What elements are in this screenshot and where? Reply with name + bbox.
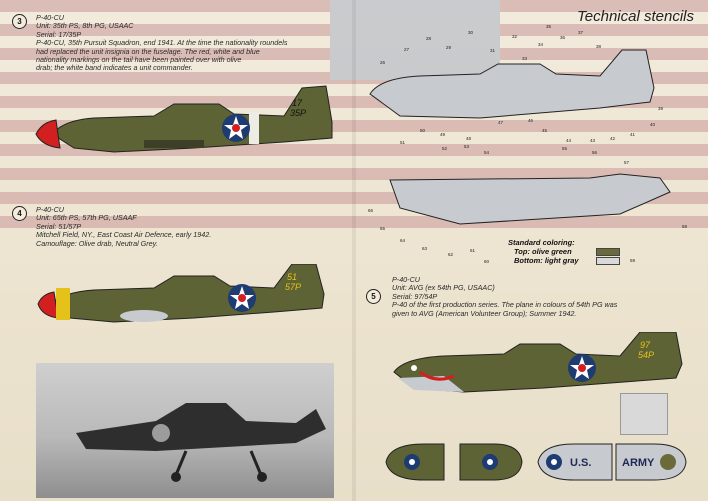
callout-number: 38 bbox=[596, 44, 602, 49]
page-fold bbox=[352, 0, 356, 501]
callout-number: 54 bbox=[484, 150, 490, 155]
legend-heading: Standard coloring: bbox=[508, 238, 575, 247]
tail-code-line1: 97 bbox=[640, 340, 651, 350]
historic-photo bbox=[36, 363, 334, 498]
tail-code-line1: 17 bbox=[292, 98, 303, 108]
callout-number: 40 bbox=[650, 122, 656, 127]
wing-text-us: U.S. bbox=[570, 457, 591, 469]
profile-number: 4 bbox=[12, 206, 27, 221]
callout-number: 55 bbox=[562, 146, 568, 151]
flag-background bbox=[0, 0, 708, 230]
aircraft-profile-4: 51 57P bbox=[37, 264, 325, 323]
callout-number: 66 bbox=[368, 208, 374, 213]
callout-number: 65 bbox=[380, 226, 386, 231]
profile-number: 5 bbox=[366, 289, 381, 304]
callout-number: 44 bbox=[566, 138, 572, 143]
callout-number: 46 bbox=[528, 118, 534, 123]
profile-number: 3 bbox=[12, 14, 27, 29]
callout-number: 53 bbox=[464, 144, 470, 149]
callout-number: 26 bbox=[380, 60, 386, 65]
legend-swatch-top bbox=[596, 248, 620, 256]
tail-code-line2: 57P bbox=[285, 282, 301, 292]
legend-bottom: Bottom: light gray bbox=[514, 256, 579, 265]
tail-code-line2: 54P bbox=[638, 350, 654, 360]
callout-number: 50 bbox=[420, 128, 426, 133]
callout-number: 58 bbox=[682, 224, 688, 229]
aircraft-profile-5: 97 54P bbox=[393, 332, 683, 393]
callout-number: 51 bbox=[400, 140, 406, 145]
callout-number: 31 bbox=[490, 48, 496, 53]
stencil-bottom-view bbox=[389, 173, 671, 225]
callout-number: 30 bbox=[468, 30, 474, 35]
callout-number: 37 bbox=[578, 30, 584, 35]
callout-number: 62 bbox=[448, 252, 454, 257]
page-title: Technical stencils bbox=[576, 8, 694, 25]
callout-number: 39 bbox=[658, 106, 664, 111]
wing-panels: U.S. ARMY bbox=[385, 443, 687, 481]
callout-number: 43 bbox=[590, 138, 596, 143]
callout-number: 56 bbox=[592, 150, 598, 155]
callout-number: 60 bbox=[484, 259, 490, 264]
aircraft-profile-3: 17 35P bbox=[35, 85, 333, 153]
legend-swatch-bottom bbox=[596, 257, 620, 265]
tail-code-line1: 51 bbox=[287, 272, 297, 282]
callout-number: 28 bbox=[426, 36, 432, 41]
callout-number: 52 bbox=[442, 146, 448, 151]
callout-number: 48 bbox=[466, 136, 472, 141]
legend-top: Top: olive green bbox=[514, 247, 572, 256]
callout-number: 27 bbox=[404, 47, 410, 52]
callout-number: 32 bbox=[512, 34, 518, 39]
wing-text-army: ARMY bbox=[622, 457, 655, 469]
callout-number: 49 bbox=[440, 132, 446, 137]
callout-number: 57 bbox=[624, 160, 630, 165]
callout-number: 29 bbox=[446, 45, 452, 50]
callout-number: 47 bbox=[498, 120, 504, 125]
callout-number: 33 bbox=[522, 56, 528, 61]
callout-number: 45 bbox=[542, 128, 548, 133]
stencil-top-view bbox=[369, 49, 655, 119]
callout-number: 35 bbox=[546, 24, 552, 29]
callout-number: 61 bbox=[470, 248, 476, 253]
aircraft-small-photo bbox=[620, 393, 668, 435]
callout-number: 41 bbox=[630, 132, 636, 137]
callout-number: 42 bbox=[610, 136, 616, 141]
callout-number: 36 bbox=[560, 35, 566, 40]
callout-number: 64 bbox=[400, 238, 406, 243]
callout-number: 59 bbox=[630, 258, 636, 263]
callout-number: 34 bbox=[538, 42, 544, 47]
callout-number: 63 bbox=[422, 246, 428, 251]
tail-code-line2: 35P bbox=[290, 108, 306, 118]
